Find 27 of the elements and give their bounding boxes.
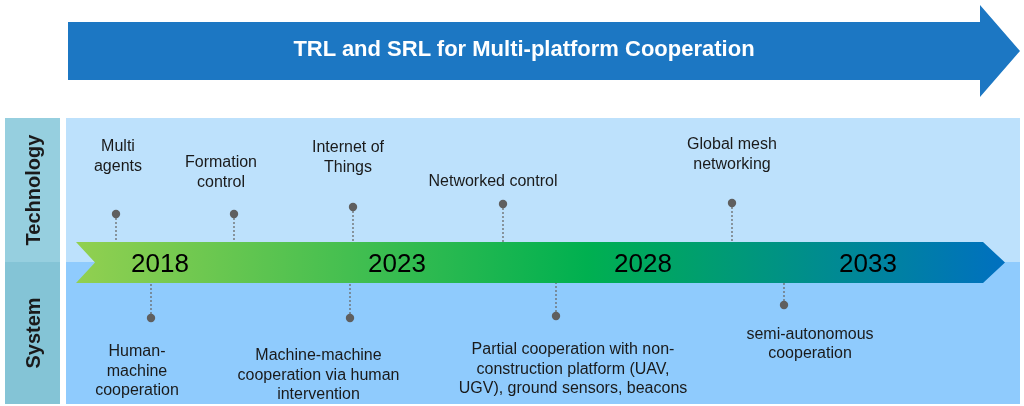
leader-line (498, 199, 508, 243)
milestone-label: Machine-machine cooperation via human intervention (236, 345, 401, 404)
row-header (5, 262, 60, 404)
milestone-label: Partial cooperation with non-construction platform (UAV, UGV), ground sensors, beacons (457, 339, 689, 398)
banner-title: TRL and SRL for Multi-platform Cooperation (292, 35, 756, 63)
row-header (5, 118, 60, 262)
banner-arrow (68, 5, 1020, 97)
leader-line (345, 282, 355, 323)
year-label: 2018 (130, 247, 190, 279)
milestone-label: Human-machine cooperation (94, 341, 180, 400)
milestone-label: Formation control (184, 152, 258, 192)
milestone-label: semi-autonomous cooperation (745, 323, 875, 363)
milestone-label: Internet of Things (310, 137, 385, 177)
milestone-label: Networked control (427, 171, 559, 191)
leader-line (229, 209, 239, 243)
year-label: 2028 (613, 247, 673, 279)
leader-line (348, 202, 358, 243)
row-header-label: Technology (21, 134, 44, 246)
year-label: 2023 (367, 247, 427, 279)
leader-line (111, 209, 121, 243)
milestone-label: Global mesh networking (686, 134, 778, 174)
row-header-label: System (21, 297, 44, 369)
leader-line (727, 198, 737, 243)
milestone-label: Multi agents (92, 136, 143, 176)
year-label: 2033 (838, 247, 898, 279)
leader-line (146, 282, 156, 323)
leader-line (779, 282, 789, 310)
